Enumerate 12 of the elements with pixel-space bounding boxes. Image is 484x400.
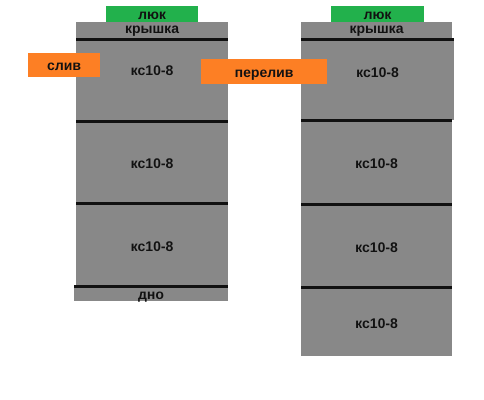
ring-section: кс10-8	[301, 38, 454, 120]
drain-pipe-box: слив	[28, 53, 100, 77]
bottom-section: дно	[74, 285, 228, 301]
ring-section: кс10-8	[76, 202, 228, 286]
hatch-box: люк	[331, 6, 424, 22]
ring-section: кс10-8	[76, 120, 228, 203]
ring-section: кс10-8	[301, 203, 452, 287]
lid-section: крышка	[76, 22, 228, 39]
ring-section: кс10-8	[301, 286, 452, 356]
overflow-pipe-box: перелив	[201, 59, 327, 84]
hatch-box: люк	[106, 6, 198, 22]
ring-section: кс10-8	[301, 119, 452, 204]
